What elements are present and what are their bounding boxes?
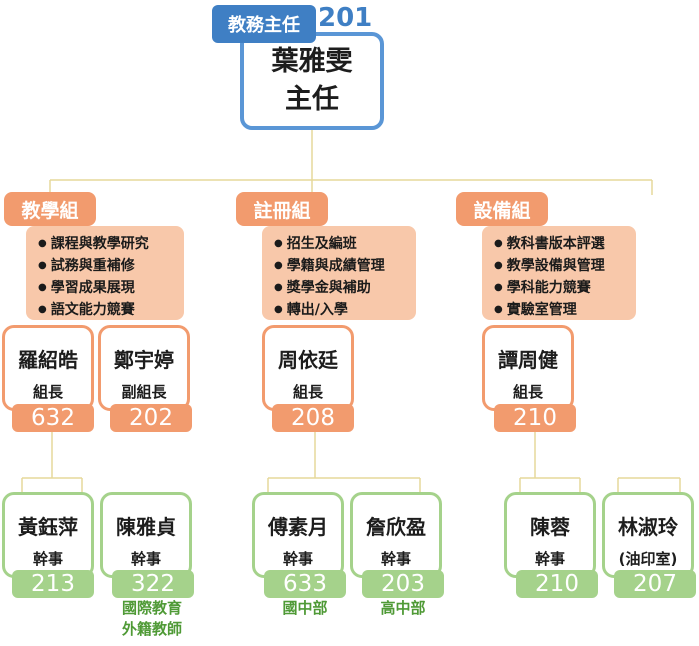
duty-item: 語文能力競賽 [38,299,174,321]
duty-box-equipment: 教科書版本評選 教學設備與管理 學科能力競賽 實驗室管理 [482,226,636,320]
staff-note: 國中部 [282,599,328,617]
director-tag: 教務主任 [212,5,316,43]
person-role: (油印室) [618,550,678,568]
room-number: 633 [264,570,346,598]
director-title: 主任 [285,84,339,115]
person-name: 周依廷 [278,348,338,372]
room-number: 207 [614,570,696,598]
director-room: 201 [318,3,373,33]
person-name: 詹欣盈 [366,515,426,539]
person-card: 鄭宇婷 副組長 [98,325,190,411]
staff-note: 高中部 [380,599,426,617]
person-name: 陳蓉 [530,515,570,539]
section-title-registration: 註冊組 [236,192,328,226]
person-role: 組長 [512,383,543,401]
person-role: 幹事 [282,550,313,568]
room-number: 202 [110,404,192,432]
person-name: 黃鈺萍 [18,515,78,539]
staff-note: 國際教育 外籍教師 [100,598,204,640]
room-number: 213 [12,570,94,598]
room-number: 208 [272,404,354,432]
person-card: 陳雅貞 幹事 [100,492,192,578]
room-number: 210 [494,404,576,432]
person-card: 周依廷 組長 [262,325,354,411]
duty-item: 學籍與成績管理 [274,255,406,277]
person-card: 譚周健 組長 [482,325,574,411]
duty-item: 轉出/入學 [274,299,406,321]
duty-item: 招生及編班 [274,233,406,255]
section-title-teaching: 教學組 [4,192,96,226]
person-name: 林淑玲 [618,515,678,539]
person-card: 羅紹皓 組長 [2,325,94,411]
duty-item: 教科書版本評選 [494,233,626,255]
director-name: 葉雅雯 [271,46,353,77]
person-role: 幹事 [32,550,63,568]
person-card: 陳蓉 幹事 [504,492,596,578]
person-card: 黃鈺萍 幹事 [2,492,94,578]
person-role: 組長 [292,383,323,401]
duty-item: 試務與重補修 [38,255,174,277]
person-role: 幹事 [130,550,161,568]
person-role: 幹事 [380,550,411,568]
room-number: 632 [12,404,94,432]
staff-note-line: 外籍教師 [121,620,182,638]
room-number: 210 [516,570,598,598]
person-role: 幹事 [534,550,565,568]
person-name: 傅素月 [268,515,328,539]
person-role: 副組長 [121,383,167,401]
person-card: 詹欣盈 幹事 [350,492,442,578]
person-card: 林淑玲 (油印室) [602,492,694,578]
duty-item: 學科能力競賽 [494,277,626,299]
duty-item: 獎學金與補助 [274,277,406,299]
duty-item: 實驗室管理 [494,299,626,321]
person-name: 譚周健 [498,348,558,372]
section-title-equipment: 設備組 [456,192,548,226]
person-name: 鄭宇婷 [114,348,174,372]
room-number: 322 [112,570,194,598]
staff-note-line: 國際教育 [121,599,182,617]
director-card: 葉雅雯 主任 [240,32,384,130]
duty-item: 學習成果展現 [38,277,174,299]
room-number: 203 [362,570,444,598]
duty-item: 課程與教學研究 [38,233,174,255]
duty-box-teaching: 課程與教學研究 試務與重補修 學習成果展現 語文能力競賽 [26,226,184,320]
duty-item: 教學設備與管理 [494,255,626,277]
person-name: 羅紹皓 [18,348,78,372]
duty-box-registration: 招生及編班 學籍與成績管理 獎學金與補助 轉出/入學 [262,226,416,320]
person-role: 組長 [32,383,63,401]
person-card: 傅素月 幹事 [252,492,344,578]
person-name: 陳雅貞 [116,515,176,539]
